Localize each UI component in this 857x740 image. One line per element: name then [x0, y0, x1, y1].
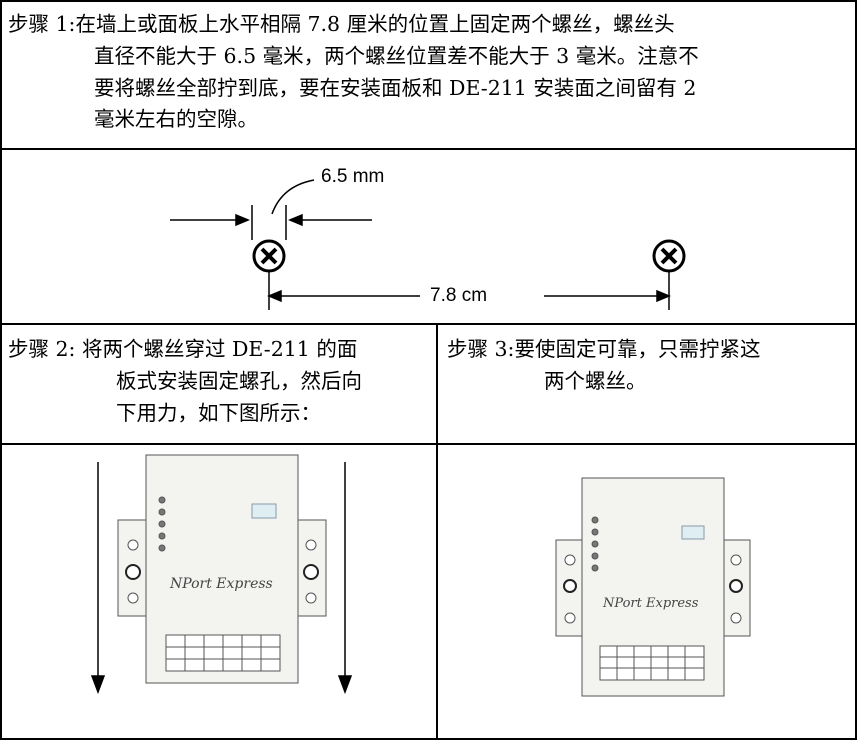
column-divider — [436, 323, 438, 740]
step1-line-3: 要将螺丝全部拧到底，要在安装面板和 DE-211 安装面之间留有 2 — [94, 76, 697, 100]
step2-line-3: 下用力，如下图所示： — [116, 401, 321, 425]
device-right-brand: NPort Express — [603, 596, 699, 611]
step1-cell — [0, 0, 857, 148]
step3-line-1: 步骤 3:要使固定可靠，只需拧紧这 — [447, 337, 761, 361]
head-size-label: 6.5 mm — [321, 166, 385, 187]
step1-line-1: 步骤 1:在墙上或面板上水平相隔 7.8 厘米的位置上固定两个螺丝，螺丝头 — [8, 12, 675, 36]
row-divider-3 — [0, 443, 857, 445]
screw-right-icon — [652, 239, 686, 273]
down-arrow-left-icon — [90, 462, 106, 695]
row-divider-2 — [0, 323, 857, 325]
spacing-label: 7.8 cm — [430, 285, 488, 306]
step2-line-1: 步骤 2: 将两个螺丝穿过 DE-211 的面 — [8, 337, 358, 361]
step2-line-2: 板式安装固定螺孔，然后向 — [116, 369, 362, 393]
step1-line-2: 直径不能大于 6.5 毫米，两个螺丝位置差不能大于 3 毫米。注意不 — [94, 44, 699, 68]
step3-line-2: 两个螺丝。 — [544, 369, 647, 393]
row-divider-1 — [0, 148, 857, 150]
device-left-drawing — [117, 454, 327, 684]
device-right-drawing — [555, 477, 751, 697]
device-left-brand: NPort Express — [170, 576, 273, 592]
down-arrow-right-icon — [337, 462, 353, 695]
screw-left-icon — [252, 239, 286, 273]
step1-line-4: 毫米左右的空隙。 — [94, 107, 258, 131]
